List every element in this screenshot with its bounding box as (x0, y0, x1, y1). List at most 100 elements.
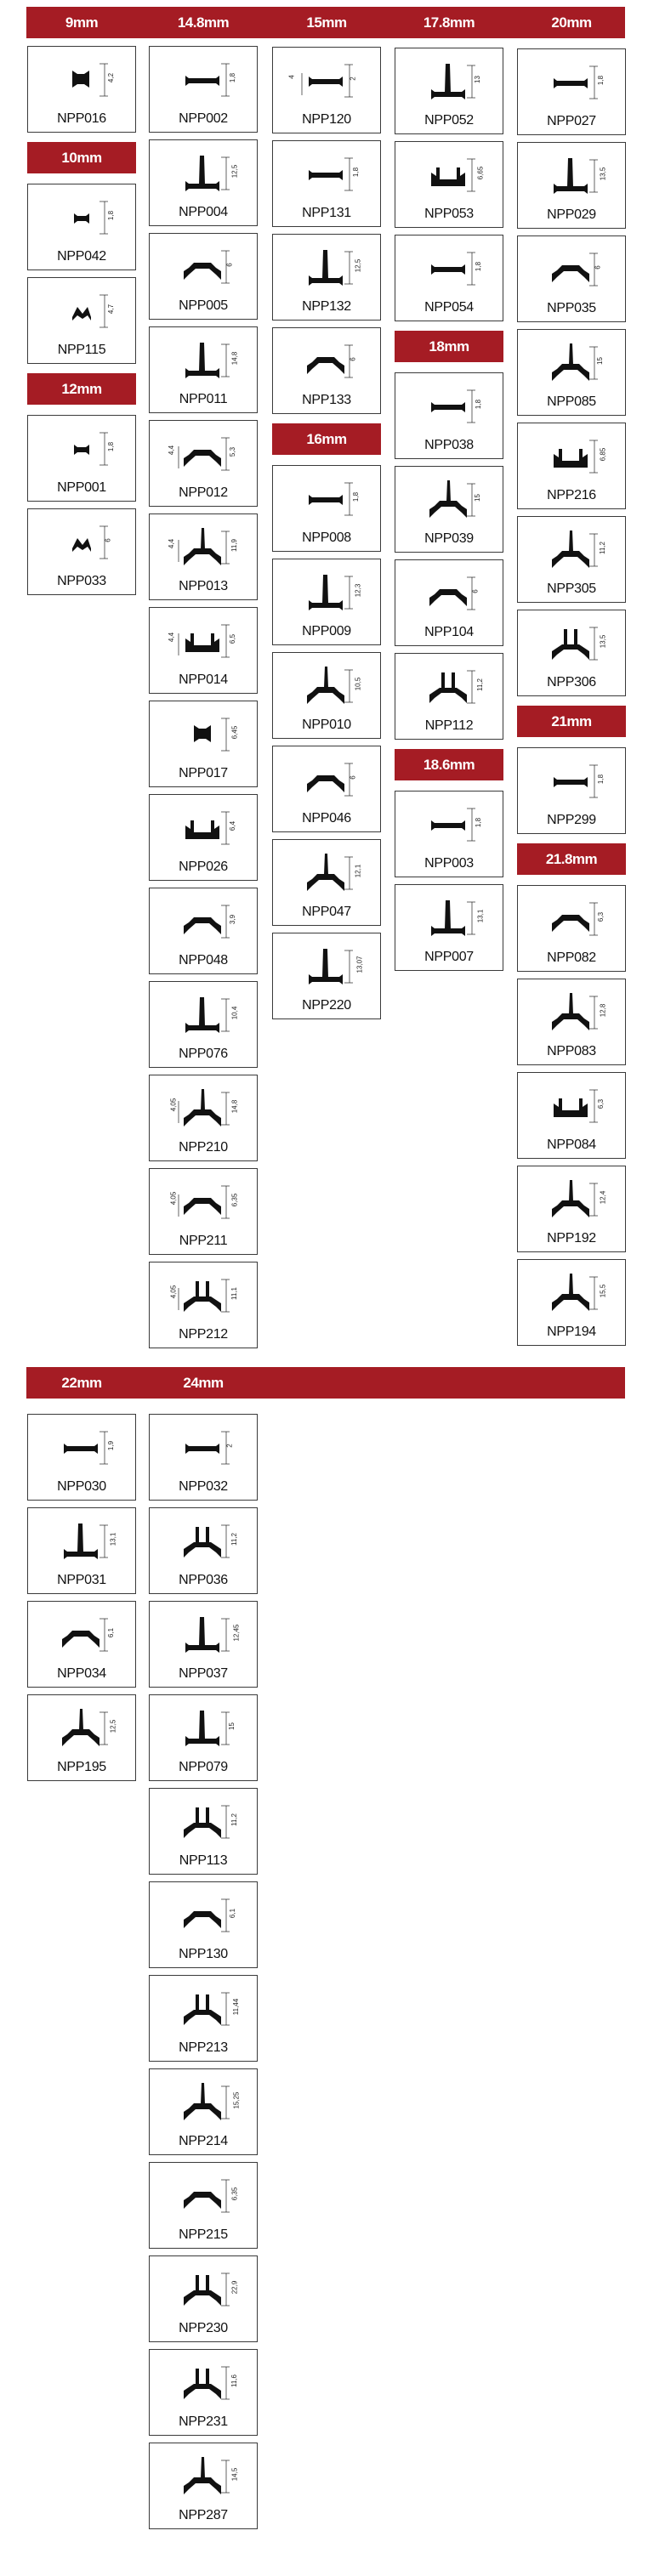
profile-double-t-icon (429, 670, 475, 704)
profile-code: NPP011 (179, 392, 228, 406)
dimension-label: 13 (473, 76, 481, 83)
dimension-label: 13,07 (355, 956, 364, 973)
profile-t-bar-icon (309, 575, 353, 610)
dimension-label: 13,5 (599, 634, 607, 649)
profile-code: NPP083 (547, 1044, 596, 1058)
profile-code: NPP052 (424, 113, 474, 128)
size-header-24mm: 24mm (183, 1375, 224, 1391)
profile-code: NPP026 (179, 860, 228, 874)
dimension-label: 11,2 (598, 542, 606, 554)
dimension-label-left: 4,05 (169, 1098, 178, 1112)
dimension-label: 1,8 (475, 261, 483, 272)
dimension-label: 6,1 (107, 1627, 116, 1638)
profile-t-bar-icon (431, 64, 475, 99)
profile-code: NPP038 (424, 438, 474, 452)
profile-i-bar-icon (301, 64, 353, 98)
profile-code: NPP037 (179, 1666, 228, 1681)
profile-code: NPP047 (302, 905, 351, 919)
profile-code: NPP084 (547, 1138, 596, 1152)
profile-small-i-bar-icon (74, 201, 108, 235)
size-subheader-bar: 18.6mm (395, 749, 503, 780)
dimension-label: 1,8 (352, 167, 361, 178)
profile-code: NPP010 (302, 718, 351, 732)
dimension-label-left: 4,05 (169, 1191, 178, 1206)
profile-code: NPP130 (179, 1947, 228, 1961)
dimension-label: 6 (104, 538, 112, 542)
profile-code: NPP007 (424, 950, 474, 964)
dimension-label: 6 (594, 265, 602, 270)
profile-code: NPP003 (424, 856, 474, 871)
profile-hat-icon (62, 1618, 108, 1652)
dimension-label: 6,35 (230, 2187, 239, 2201)
profile-hat-t-icon (552, 343, 598, 381)
